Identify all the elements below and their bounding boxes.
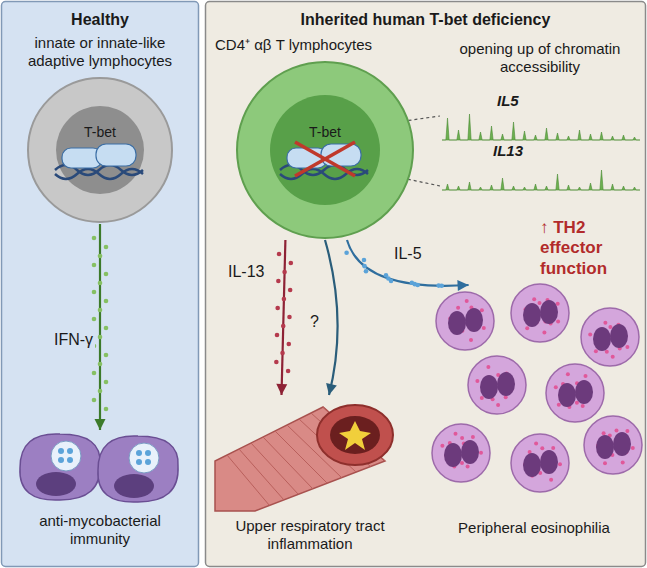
edge-label: IL-13 (226, 262, 266, 281)
cytokine-dot (104, 272, 109, 277)
node-text: Healthy (2, 2, 198, 29)
lymphocyte-cell: innate or innate-like adaptive lymphocyt… (12, 34, 188, 224)
protein-label: T-bet (70, 124, 130, 141)
deficiency-panel: Inherited human T-bet deficiencyCD4⁺ αβ … (206, 2, 645, 566)
cytokine-dot (364, 269, 369, 274)
edge-label: ? (308, 312, 321, 331)
cytokine-dot (277, 252, 282, 257)
arrowhead (95, 419, 106, 430)
cytokine-dot (281, 324, 286, 329)
cytokine-dot (344, 250, 349, 255)
cytokine-dot (282, 297, 287, 302)
cell-illustration (26, 76, 174, 224)
illustration (425, 285, 643, 495)
cytokine-dot (92, 398, 97, 403)
cytokine-dot (287, 315, 292, 320)
node-text: Peripheral eosinophilia (425, 519, 643, 537)
cytokine-dot (286, 342, 291, 347)
cytokine-dot (286, 369, 291, 374)
cytokine-dot (275, 333, 280, 338)
cytokine-dot (92, 317, 97, 322)
illustration (215, 395, 405, 513)
cytokine-dot (104, 380, 109, 385)
connector (282, 240, 286, 395)
arrowhead (276, 384, 287, 395)
cytokine-dot (104, 326, 109, 331)
cell-illustration (235, 60, 415, 240)
gene-name: IL5 (497, 92, 519, 110)
chromatin-peaks (442, 170, 640, 190)
healthy-panel: Healthy innate or innate-like adaptive ly… (2, 2, 198, 566)
cytokine-dot (104, 245, 109, 250)
node-text: CD4⁺ αβ T lymphocytes (215, 36, 435, 54)
cytokine-dot (288, 288, 293, 293)
cytokine-dot (98, 335, 103, 340)
cytokine-dot (98, 389, 103, 394)
protein-label: T-bet (295, 124, 355, 141)
cytokine-dot (362, 264, 367, 269)
cytokine-dot (98, 254, 103, 259)
cytokine-dot (289, 261, 294, 266)
cytokine-dot (98, 362, 103, 367)
node-text: Inherited human T-bet deficiency (206, 2, 645, 29)
cytokine-dot (362, 258, 367, 263)
chromatin-peaks (442, 114, 640, 140)
cytokine-dot (104, 407, 109, 412)
airway: Upper respiratory tract inflammation (215, 395, 405, 563)
illustration (10, 430, 190, 508)
edge-label: IL-5 (392, 244, 424, 263)
cytokine-dot (275, 306, 280, 311)
cytokine-dot (98, 308, 103, 313)
macrophage-group: anti-mycobacterial immunity (10, 430, 190, 560)
node-text: innate or innate-like adaptive lymphocyt… (12, 34, 188, 70)
cytokine-dot (280, 351, 285, 356)
cytokine-dot (92, 371, 97, 376)
effect-note: ↑ TH2 effector function (540, 218, 640, 279)
cytokine-dot (92, 236, 97, 241)
cytokine-dot (389, 279, 394, 284)
node-text: anti-mycobacterial immunity (10, 512, 190, 548)
cytokine-dot (282, 270, 287, 275)
arrowhead (457, 280, 468, 291)
node-text: Upper respiratory tract inflammation (215, 517, 405, 553)
connector (347, 240, 469, 286)
cytokine-dot (274, 360, 279, 365)
eosinophil-group: Peripheral eosinophilia (425, 285, 643, 563)
edge-label: IFN-γ (52, 330, 95, 349)
cytokine-dot (98, 281, 103, 286)
cytokine-dot (92, 263, 97, 268)
annotation: opening up of chromatin accessibility (440, 40, 640, 76)
gene-name: IL13 (493, 142, 523, 160)
cytokine-dot (439, 284, 444, 289)
connector (325, 240, 338, 395)
cytokine-dot (104, 299, 109, 304)
cytokine-dot (276, 279, 281, 284)
arrowhead (326, 383, 337, 395)
cytokine-dot (92, 290, 97, 295)
cytokine-dot (415, 283, 420, 288)
cytokine-dot (104, 353, 109, 358)
cd4-t-cell: CD4⁺ αβ T lymphocytesT-bet (215, 36, 435, 240)
